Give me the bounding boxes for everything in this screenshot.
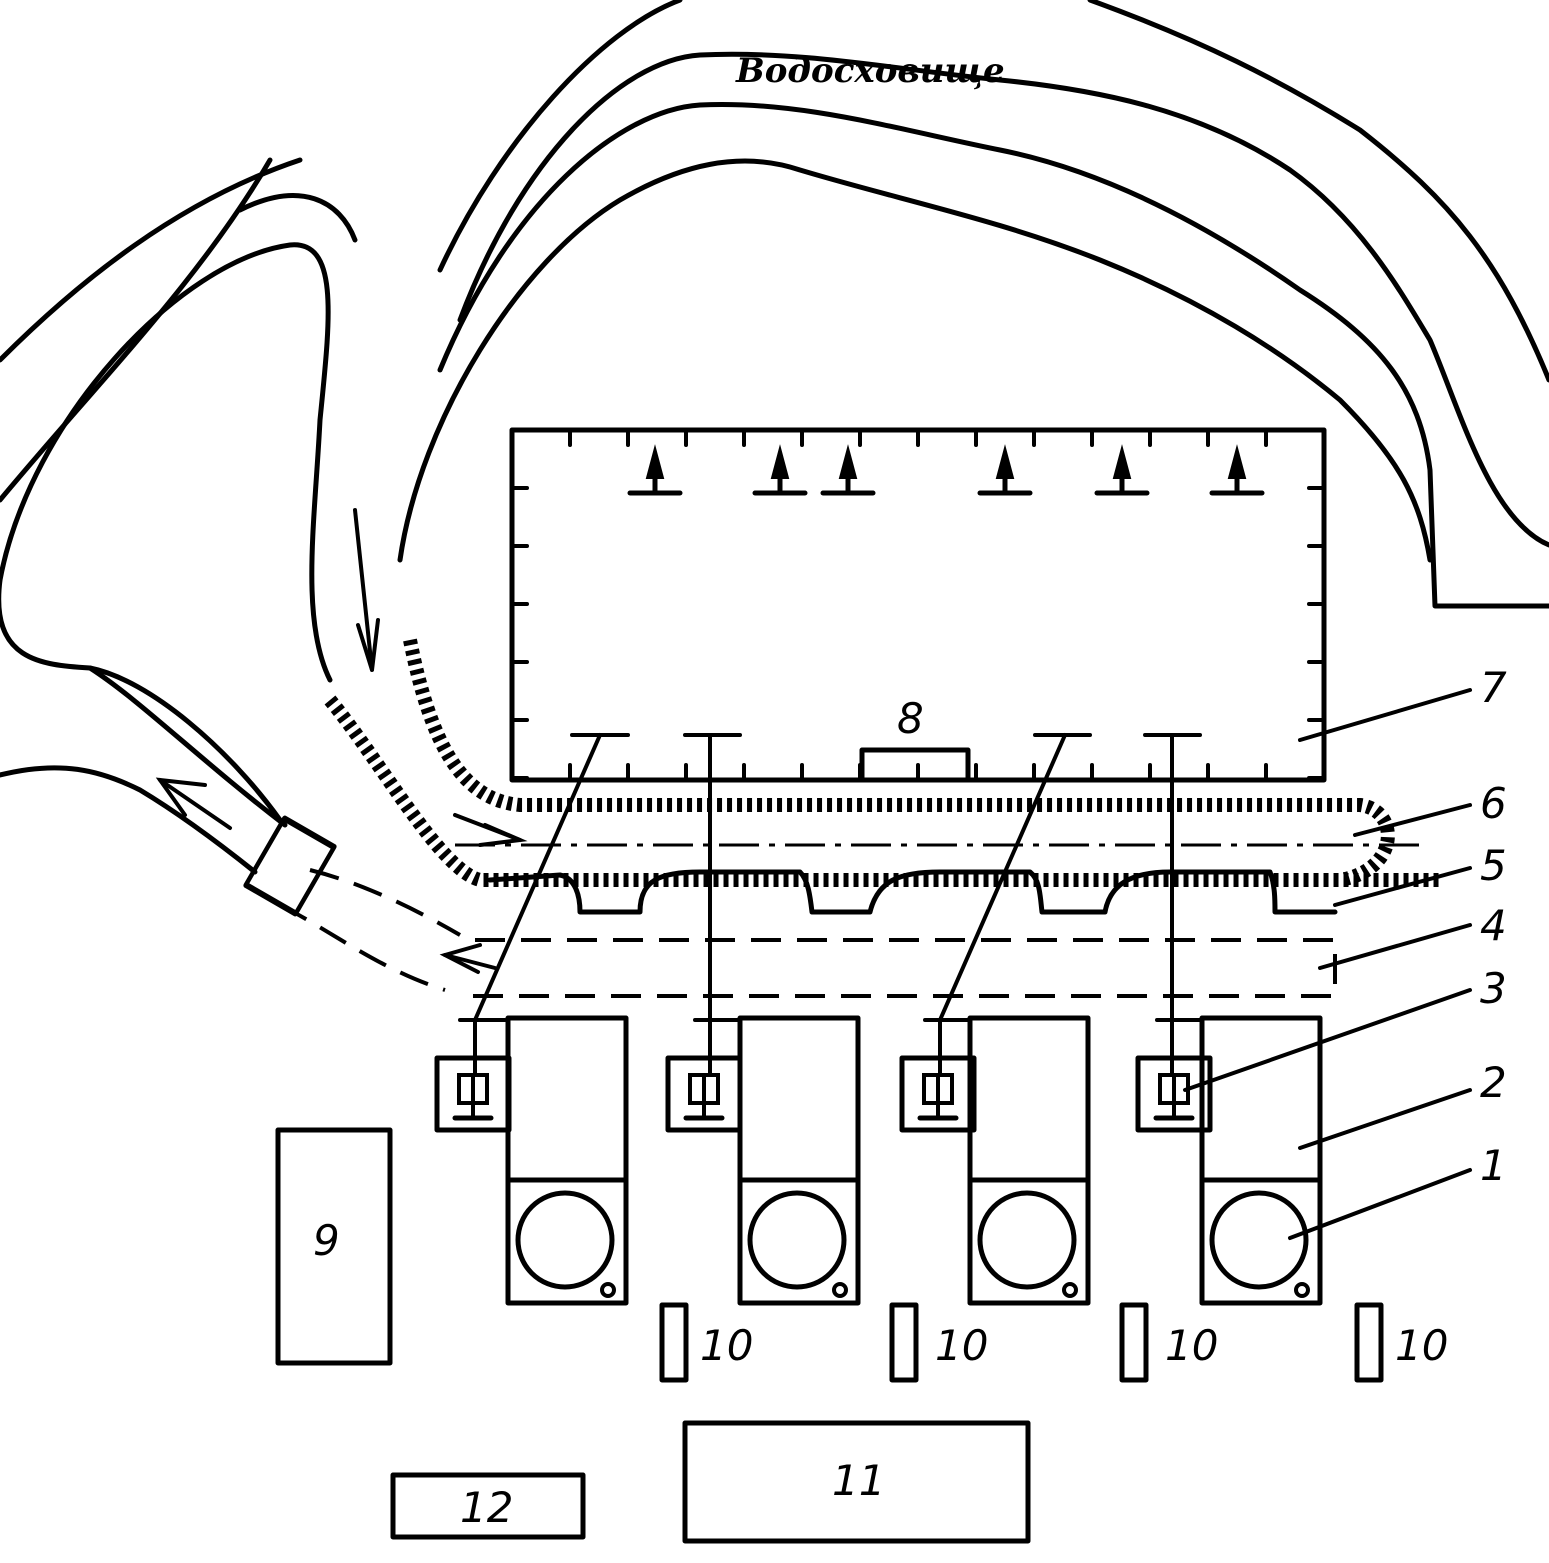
river-bank-a — [0, 157, 303, 363]
river-bank-b — [0, 157, 273, 503]
callout-6: 6 — [1480, 779, 1507, 828]
building-12 — [390, 1472, 586, 1540]
power-units — [434, 1015, 1323, 1306]
callout-9: 9 — [313, 1216, 340, 1265]
reactor-circle — [515, 1190, 615, 1290]
callout-2: 2 — [1480, 1058, 1507, 1107]
leader-7 — [1298, 688, 1472, 742]
tower-arrow-icon — [770, 444, 790, 479]
auxiliary-buildings — [275, 1127, 1384, 1544]
discharge-line-b — [279, 903, 446, 992]
tower-arrow-icon — [838, 444, 858, 479]
turbine-hall — [967, 1015, 1091, 1306]
vent-circle — [832, 1282, 848, 1298]
shore-edge — [397, 158, 1433, 563]
turbine-hall — [1199, 1015, 1323, 1306]
power-unit — [1135, 1015, 1323, 1306]
tower-arrow-icon — [1112, 444, 1132, 479]
building-10-d — [1354, 1302, 1384, 1383]
leader-4 — [1318, 923, 1472, 970]
tower-arrow-icon — [645, 444, 665, 479]
leader-6 — [1353, 803, 1472, 837]
callout-1: 1 — [1480, 1141, 1507, 1190]
outflow-upper — [87, 665, 288, 828]
corridor-outline — [465, 938, 1337, 998]
fence-ticks — [510, 428, 1326, 782]
arrow-down-head — [356, 618, 380, 671]
contour-1 — [457, 51, 1549, 548]
river-bank-c — [237, 193, 358, 243]
callout-10-b: 10 — [935, 1321, 988, 1370]
callout-10-c: 10 — [1165, 1321, 1218, 1370]
arrow-right-head — [478, 823, 528, 847]
shoreline-outer — [437, 0, 683, 273]
leader-3 — [1183, 988, 1472, 1092]
lead-1 — [473, 733, 602, 1022]
callout-11: 11 — [832, 1456, 885, 1505]
shoreline-outer-right — [1087, 0, 1549, 383]
switchyard — [509, 427, 1327, 783]
leader-1 — [1288, 1168, 1472, 1240]
turbine-hall — [505, 1015, 629, 1306]
power-unit — [899, 1015, 1091, 1306]
callout-4: 4 — [1480, 901, 1507, 950]
callout-10-a: 10 — [700, 1321, 753, 1370]
arrow-left-head — [155, 777, 207, 817]
contour-2 — [437, 101, 1549, 609]
flow-arrows — [155, 508, 528, 974]
river-inner — [0, 242, 333, 683]
outlet-structure — [243, 815, 462, 992]
reservoir-label: Водосховище — [735, 51, 1005, 91]
cooling-channel — [324, 638, 1440, 915]
vent-circle — [1062, 1282, 1078, 1298]
river-loop — [0, 577, 283, 823]
reactor-circle — [747, 1190, 847, 1290]
building-9 — [275, 1127, 393, 1366]
arrow-return-head — [439, 943, 482, 974]
callout-5: 5 — [1480, 841, 1507, 890]
turbine-hall — [737, 1015, 861, 1306]
river-banks — [0, 157, 358, 875]
tower-arrow-icon — [1227, 444, 1247, 479]
outflow-lower — [0, 765, 258, 875]
reservoir-contours — [397, 0, 1549, 609]
transformer-pad — [665, 1055, 743, 1133]
reactor-circle — [977, 1190, 1077, 1290]
vent-circle — [1294, 1282, 1310, 1298]
arrow-down-shaft — [353, 508, 374, 672]
power-unit — [665, 1015, 861, 1306]
reactor-circle — [1209, 1190, 1309, 1290]
channel-inner — [324, 695, 1440, 887]
callout-8: 8 — [897, 694, 924, 743]
transmission-leads — [473, 733, 1202, 1042]
callout-10-d: 10 — [1395, 1321, 1448, 1370]
building-10-a — [659, 1302, 689, 1383]
tower-arrow-icon — [995, 444, 1015, 479]
building-10-c — [1119, 1302, 1149, 1383]
callout-leaders — [1183, 688, 1472, 1240]
channel-outer — [403, 638, 1395, 887]
tower-symbols — [627, 444, 1265, 496]
callout-12: 12 — [460, 1483, 513, 1532]
building-11 — [682, 1420, 1031, 1544]
vent-circle — [600, 1282, 616, 1298]
building-10-b — [889, 1302, 919, 1383]
channel-inner-profile — [487, 869, 1338, 915]
callout-3: 3 — [1480, 964, 1507, 1013]
callout-7: 7 — [1480, 663, 1507, 712]
leader-2 — [1298, 1088, 1472, 1150]
pipeline-corridor — [465, 938, 1337, 998]
power-unit — [434, 1015, 629, 1306]
lead-3 — [938, 733, 1067, 1022]
building-8 — [859, 747, 971, 783]
outlet-box — [243, 815, 337, 917]
arrow-left-shaft — [158, 778, 232, 830]
leader-5 — [1333, 866, 1472, 907]
discharge-line-a — [309, 868, 462, 937]
